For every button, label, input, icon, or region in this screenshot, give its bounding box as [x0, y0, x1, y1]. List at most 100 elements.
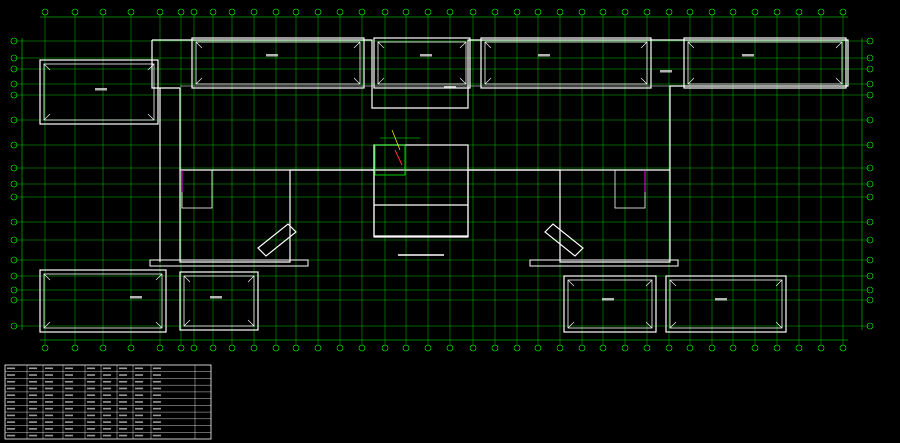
legend-cell-text [65, 367, 73, 370]
axis-bubble-left [10, 65, 18, 73]
legend-cell-text [119, 374, 127, 376]
legend-cell-text [135, 428, 143, 430]
axis-bubble-top [314, 8, 322, 16]
legend-cell-text [135, 380, 143, 383]
axis-bubble-right [866, 37, 874, 45]
room-outer [179, 271, 259, 331]
legend-cell-text [45, 387, 53, 390]
axis-bubble-right [866, 236, 874, 244]
axis-bubble-bottom [446, 344, 454, 352]
legend-cell-text [87, 374, 95, 376]
room-corner [43, 113, 51, 121]
legend-cell-text [87, 414, 95, 417]
axis-bubble-top [358, 8, 366, 16]
axis-bubble-top [556, 8, 564, 16]
axis-bubble-top [469, 8, 477, 16]
legend-cell-text [103, 428, 111, 430]
axis-bubble-top [250, 8, 258, 16]
legend-cell-text [29, 414, 37, 417]
legend-cell-text [153, 414, 161, 417]
axis-bubble-bottom [556, 344, 564, 352]
axis-bubble-top [839, 8, 847, 16]
axis-bubble-bottom [534, 344, 542, 352]
room-outer [39, 269, 167, 333]
legend-cell-text [65, 414, 73, 417]
legend-cell-text [7, 387, 15, 390]
legend-cell-text [87, 394, 95, 397]
room-outer [373, 37, 471, 89]
outer-wall [151, 39, 849, 263]
room-corner [195, 77, 203, 85]
legend-cell-text [135, 367, 143, 370]
room-inner [43, 273, 163, 329]
axis-bubble-top [381, 8, 389, 16]
axis-bubble-bottom [314, 344, 322, 352]
legend-cell-text [119, 407, 127, 410]
room-corner [43, 321, 51, 329]
axis-bubble-top [686, 8, 694, 16]
room-corner [640, 41, 648, 49]
axis-bubble-top [336, 8, 344, 16]
room-inner [484, 41, 648, 85]
room-inner [567, 279, 653, 329]
room-corner [645, 279, 653, 287]
legend-cell-text [119, 414, 127, 417]
legend-cell-text [29, 428, 37, 430]
room-tag [660, 70, 672, 73]
axis-bubble-top [621, 8, 629, 16]
axis-bubble-right [866, 296, 874, 304]
axis-bubble-left [10, 164, 18, 172]
room-corner [567, 279, 575, 287]
legend-cell-text [135, 401, 143, 403]
legend-cell-text [153, 407, 161, 410]
axis-bubble-right [866, 218, 874, 226]
room-tag [210, 296, 222, 299]
legend-cell-text [103, 380, 111, 383]
room-outer [191, 37, 365, 89]
legend-cell-text [153, 387, 161, 390]
legend-cell-text [103, 394, 111, 397]
stair-core-left [181, 169, 213, 209]
ledge-left [149, 259, 309, 267]
room-tag [444, 86, 456, 89]
legend-cell-text [45, 414, 53, 417]
legend-cell-text [119, 428, 127, 430]
legend-cell-text [45, 374, 53, 376]
legend-cell-text [65, 374, 73, 376]
legend-cell-text [87, 380, 95, 383]
legend-cell-text [135, 387, 143, 390]
horizontal-grid-lines [14, 38, 870, 330]
legend-cell-text [103, 387, 111, 390]
axis-bubble-left [10, 218, 18, 226]
legend-cell-text [45, 380, 53, 383]
room-inner [195, 41, 361, 85]
room-corner [669, 279, 677, 287]
axis-bubble-bottom [686, 344, 694, 352]
legend-cell-text [29, 374, 37, 376]
axis-bubble-bottom [272, 344, 280, 352]
vertical-grid-lines [40, 14, 848, 346]
room-outer [683, 37, 847, 89]
room-corner [484, 41, 492, 49]
room-corner [567, 321, 575, 329]
room-corner [183, 275, 191, 283]
axis-bubble-right [866, 286, 874, 294]
legend-cell-text [7, 414, 15, 417]
legend-cell-text [7, 394, 15, 397]
axis-bubble-left [10, 80, 18, 88]
legend-cell-text [119, 387, 127, 390]
axis-bubble-bottom [190, 344, 198, 352]
axis-bubble-bottom [177, 344, 185, 352]
legend-cell-text [65, 434, 73, 437]
room-tag [742, 54, 754, 57]
axis-bubble-bottom [751, 344, 759, 352]
axis-bubble-top [708, 8, 716, 16]
axis-bubble-top [817, 8, 825, 16]
axis-bubble-bottom [156, 344, 164, 352]
legend-cell-text [87, 401, 95, 403]
axis-bubble-top [578, 8, 586, 16]
legend-cell-text [7, 421, 15, 423]
legend-cell-text [153, 394, 161, 397]
room-tag [266, 54, 278, 57]
